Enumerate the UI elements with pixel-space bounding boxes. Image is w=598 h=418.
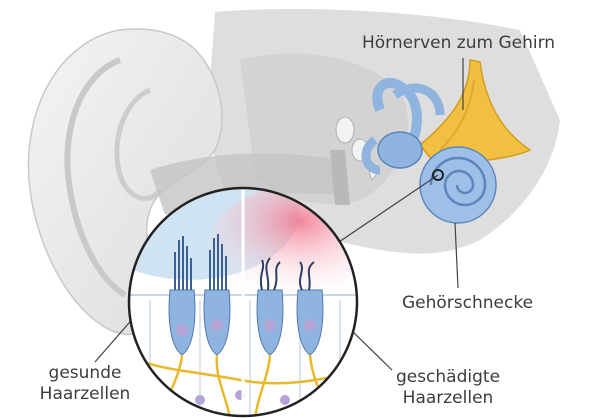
- healthy-hair-cells-label: gesunde Haarzellen: [30, 363, 140, 405]
- damaged-label-line1: geschädigte: [383, 367, 513, 388]
- damaged-label-line2: Haarzellen: [383, 388, 513, 409]
- damaged-hair-cells-label: geschädigte Haarzellen: [383, 367, 513, 409]
- cochlea: [420, 147, 496, 223]
- cochlea-label: Gehörschnecke: [402, 293, 533, 314]
- auditory-nerve-label: Hörnerven zum Gehirn: [362, 33, 555, 54]
- healthy-label-line1: gesunde: [30, 363, 140, 384]
- healthy-label-line2: Haarzellen: [30, 384, 140, 405]
